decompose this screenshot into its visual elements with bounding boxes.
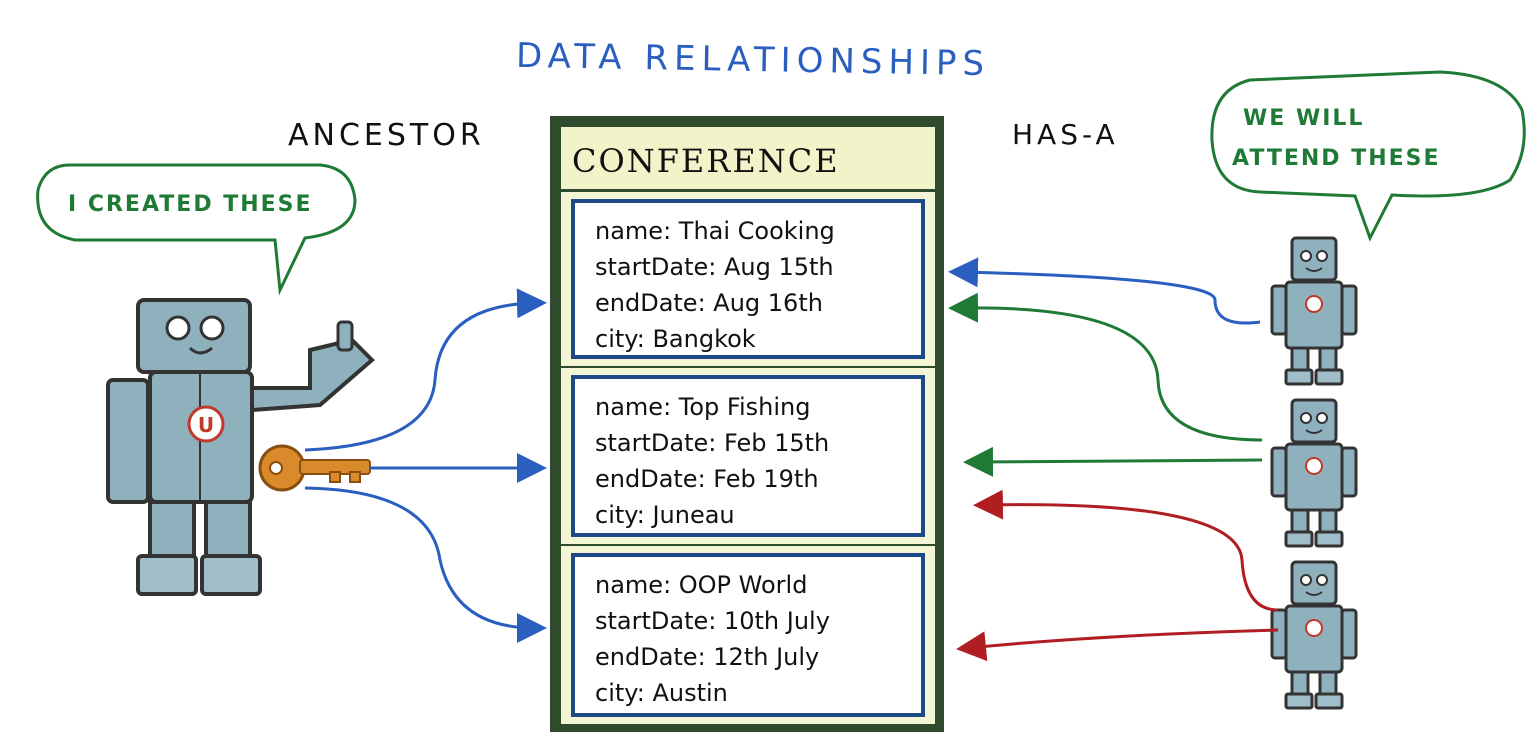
entity-name: name: OOP World [595, 571, 808, 599]
entity-city: city: Bangkok [595, 325, 756, 353]
entity-name: name: Thai Cooking [595, 217, 835, 245]
arrow-attendee2-to-thai-cooking [948, 292, 1263, 442]
arrow-ancestor-to-oop-world [304, 486, 547, 643]
conference-header [561, 127, 935, 192]
arrow-ancestor-to-thai-cooking [304, 288, 547, 452]
bubble-right-text-line2: ATTEND THESE [1232, 146, 1441, 171]
robot-ancestor-icon: U [106, 298, 375, 596]
speech-bubble-right [1210, 70, 1526, 242]
arrow-attendee1-to-thai-cooking [948, 257, 1261, 325]
key-icon [258, 444, 371, 492]
conference-entity-card: name: OOP World startDate: 10th July end… [561, 546, 935, 724]
entity-start-date: startDate: Aug 15th [595, 253, 834, 281]
entity-start-date: startDate: Feb 15th [595, 429, 830, 457]
entity-end-date: endDate: 12th July [595, 643, 820, 671]
entity-city: city: Austin [595, 679, 728, 707]
robot-attendee-icon [1270, 398, 1358, 548]
diagram-title: DATA RELATIONSHIPS [515, 35, 991, 85]
robot-attendee-icon [1270, 560, 1358, 710]
bubble-left-text: I CREATED THESE [68, 192, 313, 217]
entity-end-date: endDate: Aug 16th [595, 289, 823, 317]
conference-entity-card: name: Top Fishing startDate: Feb 15th en… [561, 368, 935, 544]
conference-entity-card: name: Thai Cooking startDate: Aug 15th e… [561, 192, 935, 366]
entity-end-date: endDate: Feb 19th [595, 465, 819, 493]
entity-start-date: startDate: 10th July [595, 607, 830, 635]
entity-city: city: Juneau [595, 501, 735, 529]
bubble-right-text-line1: WE WILL [1243, 106, 1365, 131]
arrow-attendee3-to-oop-world [956, 628, 1279, 662]
entity-name: name: Top Fishing [595, 393, 811, 421]
has-a-label: HAS-A [1012, 118, 1119, 151]
robot-attendee-icon [1270, 236, 1358, 386]
ancestor-label: ANCESTOR [288, 118, 485, 153]
svg-text:U: U [198, 413, 214, 437]
speech-bubble-left [36, 163, 357, 296]
conference-title: CONFERENCE [572, 142, 840, 180]
arrow-attendee2-to-top-fishing [963, 446, 1263, 477]
arrow-attendee3-to-top-fishing [973, 489, 1279, 612]
